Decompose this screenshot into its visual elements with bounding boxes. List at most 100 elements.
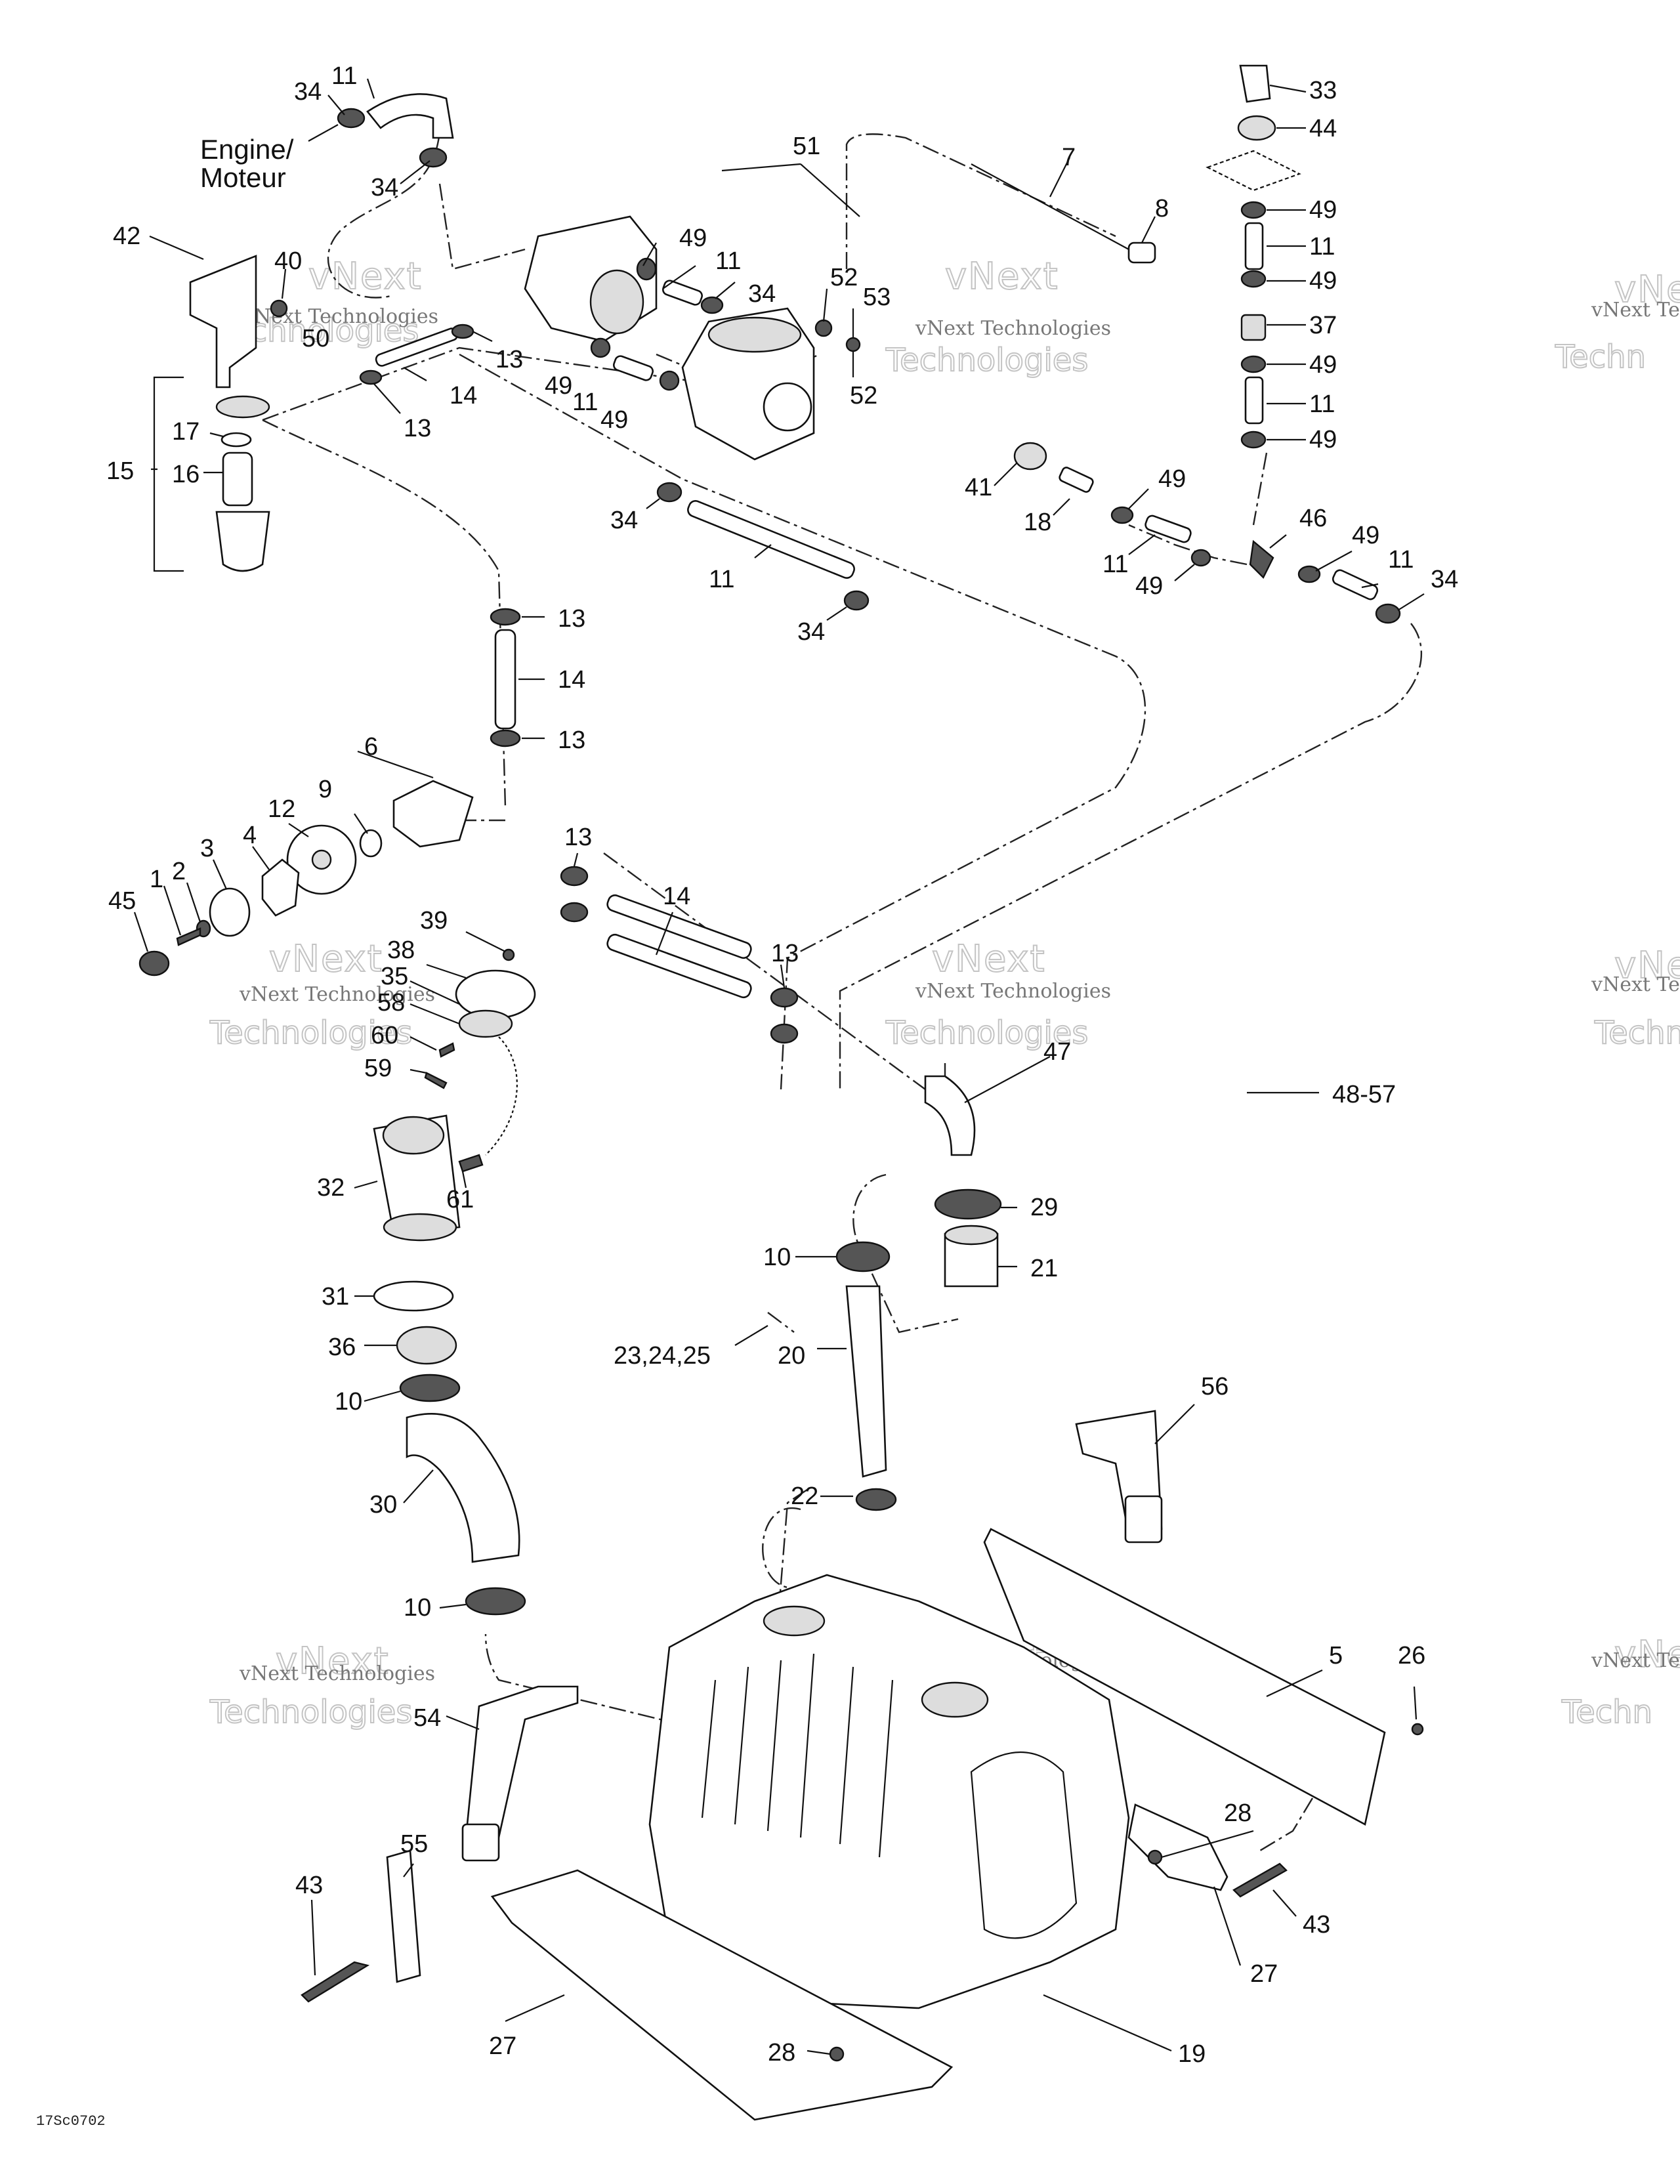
callout-3: 3 bbox=[200, 835, 214, 862]
hose-11-r2 bbox=[1244, 376, 1264, 425]
callout-2: 2 bbox=[172, 858, 186, 885]
guard-47 bbox=[924, 1075, 976, 1156]
figure-code: 17Sc0702 bbox=[36, 2113, 106, 2130]
grommet-44 bbox=[1237, 115, 1276, 141]
clamp-49-c bbox=[659, 370, 680, 391]
callout-10-c: 10 bbox=[404, 1594, 431, 1622]
clamp-13-f2 bbox=[770, 1023, 799, 1044]
hose-11-carb-b bbox=[613, 355, 654, 381]
callout-21: 21 bbox=[1030, 1255, 1058, 1282]
callout-1: 1 bbox=[150, 866, 163, 893]
filter-bowl bbox=[215, 511, 270, 572]
callout-13-c: 13 bbox=[558, 605, 585, 633]
callout-55: 55 bbox=[400, 1830, 428, 1858]
hose-11-f bbox=[1332, 569, 1379, 600]
callout-18: 18 bbox=[1024, 509, 1051, 536]
clamp-49-r3 bbox=[1240, 355, 1267, 373]
callout-34-mid: 34 bbox=[610, 507, 638, 534]
callout-51: 51 bbox=[793, 133, 820, 160]
callout-labels: Engine/ Moteur 11 34 34 42 40 50 15 17 1… bbox=[36, 62, 1458, 2130]
valve-33 bbox=[1239, 64, 1271, 103]
callout-58: 58 bbox=[377, 989, 405, 1017]
callout-40: 40 bbox=[274, 247, 302, 275]
callout-35: 35 bbox=[381, 963, 408, 990]
callout-43-b: 43 bbox=[1303, 1911, 1330, 1939]
callout-17: 17 bbox=[172, 418, 200, 446]
screw-59 bbox=[424, 1072, 448, 1089]
watermark-clipped-big-6: Techn bbox=[1561, 1694, 1652, 1731]
callout-59: 59 bbox=[364, 1055, 392, 1082]
callout-60: 60 bbox=[371, 1022, 398, 1049]
callout-12: 12 bbox=[268, 795, 295, 823]
screw-60 bbox=[438, 1042, 455, 1058]
clamp-10-b bbox=[399, 1374, 461, 1402]
callout-49-c: 49 bbox=[600, 406, 628, 434]
knob-3 bbox=[209, 887, 251, 937]
watermark-clipped-text-2: vNext Te bbox=[1591, 973, 1680, 996]
rivet-43-left bbox=[301, 1961, 370, 2003]
callout-27-b: 27 bbox=[489, 2032, 516, 2060]
callout-45: 45 bbox=[108, 887, 136, 915]
fitting-53 bbox=[845, 337, 861, 352]
tank-side-recess bbox=[970, 1751, 1078, 1939]
clamp-13-d bbox=[490, 729, 521, 747]
watermark-big-7: vNext bbox=[932, 938, 1046, 980]
callout-53: 53 bbox=[863, 284, 891, 311]
rivet-28-b bbox=[829, 2046, 845, 2062]
callout-11-mid: 11 bbox=[709, 566, 734, 593]
callout-11-a: 11 bbox=[715, 247, 741, 275]
callout-52-b: 52 bbox=[850, 382, 877, 410]
callout-11-top: 11 bbox=[331, 62, 357, 90]
valve-18 bbox=[1059, 467, 1094, 493]
clamp-29 bbox=[934, 1188, 1002, 1220]
hose-11-top bbox=[366, 93, 454, 139]
callout-19: 19 bbox=[1178, 2040, 1206, 2068]
callout-47: 47 bbox=[1043, 1038, 1071, 1066]
clamp-34-f bbox=[1375, 603, 1401, 624]
watermark-big-5: vNext bbox=[269, 938, 383, 980]
callout-49-r2: 49 bbox=[1309, 267, 1337, 295]
clamp-34-mid bbox=[656, 482, 682, 503]
hose-11-carb-a bbox=[662, 280, 703, 306]
washer-9 bbox=[359, 829, 383, 858]
callout-29: 29 bbox=[1030, 1194, 1058, 1221]
support-5 bbox=[983, 1528, 1386, 1826]
gasket-35 bbox=[458, 1009, 513, 1038]
callout-13-d: 13 bbox=[558, 726, 585, 754]
watermark-big-8: Technologies bbox=[885, 1015, 1088, 1051]
callout-49-r4: 49 bbox=[1309, 426, 1337, 453]
carburetor-rear-top bbox=[707, 316, 802, 353]
callout-10-a: 10 bbox=[763, 1244, 791, 1271]
callout-11-d: 11 bbox=[1102, 551, 1128, 578]
callout-9: 9 bbox=[318, 776, 332, 803]
filter-group-bracket bbox=[153, 376, 184, 572]
watermark-clipped-big-5: vNe bbox=[1614, 1633, 1680, 1676]
callout-34-engine: 34 bbox=[371, 174, 398, 201]
carburetor-rear-disc bbox=[763, 382, 812, 432]
clamp-49-f bbox=[1297, 565, 1321, 583]
callout-43-a: 43 bbox=[295, 1872, 323, 1899]
callout-37: 37 bbox=[1309, 312, 1337, 339]
filler-neck-opening bbox=[382, 1116, 445, 1155]
watermark-clipped-big-2: Techn bbox=[1555, 339, 1646, 375]
strap-54-buckle bbox=[461, 1823, 500, 1862]
clamp-49-r4 bbox=[1240, 430, 1267, 449]
clamp-34-top bbox=[337, 108, 366, 129]
callout-49-b: 49 bbox=[545, 372, 572, 400]
callout-36: 36 bbox=[328, 1334, 356, 1361]
callout-14-e: 14 bbox=[663, 883, 690, 910]
hose-11-d bbox=[1144, 514, 1192, 543]
hose-11-r1 bbox=[1244, 222, 1264, 270]
grommet-22 bbox=[855, 1488, 897, 1511]
bolt-26 bbox=[1411, 1723, 1424, 1736]
watermark-text-5: vNext Technologies bbox=[239, 1662, 435, 1685]
rivet-43-right bbox=[1232, 1862, 1288, 1898]
screw-40 bbox=[270, 299, 288, 318]
hose-14-twin-b bbox=[606, 933, 752, 999]
clamp-10-a bbox=[835, 1241, 891, 1272]
callout-34-a: 34 bbox=[748, 280, 776, 308]
filter-cap bbox=[215, 395, 270, 419]
watermark-big-1: vNext bbox=[308, 255, 423, 298]
knob-8 bbox=[1127, 242, 1156, 264]
